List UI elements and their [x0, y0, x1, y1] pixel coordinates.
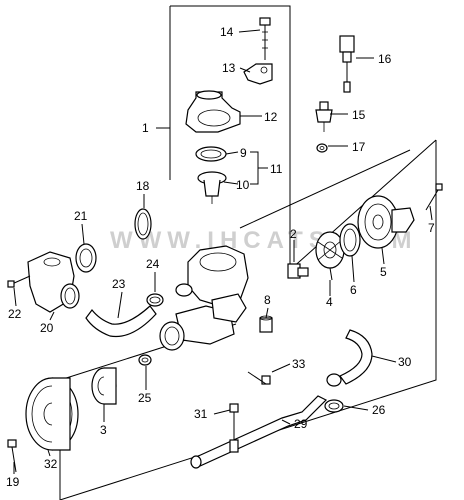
callout-31: 31 [194, 407, 208, 421]
part-25-washer [138, 354, 152, 366]
part-22-screw [7, 275, 31, 288]
callout-17: 17 [352, 140, 366, 154]
part-30-hose [326, 329, 373, 387]
part-9-gasket [195, 146, 227, 162]
part-33-bolt [247, 371, 271, 385]
callout-4: 4 [326, 295, 333, 309]
callout-7: 7 [428, 221, 435, 235]
callout-24: 24 [146, 257, 160, 271]
callout-25: 25 [138, 391, 152, 405]
callout-9: 9 [240, 146, 247, 160]
part-10-thermostat [197, 171, 227, 204]
callout-26: 26 [372, 403, 386, 417]
part-7-bolt [425, 183, 443, 211]
part-24-hose-clamp [146, 293, 164, 307]
callout-18: 18 [136, 179, 150, 193]
callout-14: 14 [220, 25, 234, 39]
part-32-pulley [25, 377, 79, 451]
part-18-o-ring [134, 208, 152, 240]
callout-10: 10 [236, 178, 250, 192]
callout-22: 22 [8, 307, 22, 321]
part-14-bolt [259, 17, 271, 60]
part-2-fitting [287, 263, 309, 279]
callout-labels: 1 2 3 4 5 6 7 8 9 10 11 12 13 14 15 16 1… [6, 25, 435, 489]
callout-30: 30 [398, 355, 412, 369]
part-8-plug [259, 315, 273, 333]
callout-29: 29 [294, 417, 308, 431]
part-19-bolt [7, 439, 17, 473]
callout-32: 32 [44, 457, 58, 471]
callout-2: 2 [290, 227, 297, 241]
callout-13: 13 [222, 61, 236, 75]
part-26-hose-clamp [324, 399, 344, 413]
callout-20: 20 [40, 321, 54, 335]
callout-8: 8 [264, 293, 271, 307]
part-6-gasket [339, 223, 361, 257]
part-1-thermostat-and-pump-housing [159, 245, 249, 351]
leader-lines [13, 29, 433, 474]
callout-5: 5 [380, 265, 387, 279]
callout-11: 11 [270, 162, 283, 176]
callout-12: 12 [264, 110, 278, 124]
part-12-thermostat-housing [185, 90, 241, 133]
part-31-bolt [229, 403, 239, 440]
part-4-impeller [315, 231, 345, 281]
callout-3: 3 [100, 423, 107, 437]
part-17-washer [316, 143, 328, 153]
callout-21: 21 [74, 209, 88, 223]
callout-1: 1 [142, 121, 149, 135]
callout-23: 23 [112, 277, 126, 291]
part-29-water-pipe [190, 395, 328, 469]
part-21-gasket [75, 243, 97, 273]
callout-33: 33 [292, 357, 306, 371]
part-15-temperature-sender [315, 101, 333, 132]
part-13-bracket [243, 63, 273, 85]
part-16-temperature-sensor [339, 35, 355, 93]
callout-19: 19 [6, 475, 20, 489]
callout-16: 16 [378, 52, 392, 66]
callout-6: 6 [350, 283, 357, 297]
part-23-hose [85, 305, 157, 338]
part-3-pulley-hub [91, 367, 117, 405]
callout-15: 15 [352, 108, 366, 122]
part-20-water-inlet-fitting [27, 251, 80, 313]
part-5-water-pump [357, 195, 415, 249]
